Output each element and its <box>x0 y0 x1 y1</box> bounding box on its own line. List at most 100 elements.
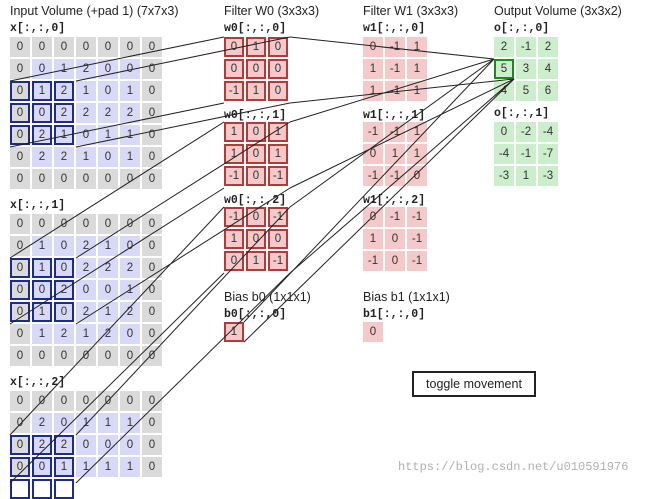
grid-cell: 0 <box>54 391 74 411</box>
grid-cell: -1 <box>363 166 383 186</box>
grid-cell: 2 <box>76 258 96 278</box>
grid-cell: 1 <box>407 144 427 164</box>
grid-cell: 0 <box>10 346 30 366</box>
b1-label: b1[:,:,0] <box>363 308 426 321</box>
toggle-movement-button[interactable]: toggle movement <box>412 371 536 397</box>
grid-cell: 1 <box>32 81 52 101</box>
grid-cell: -1 <box>385 166 405 186</box>
grid-cell: 0 <box>120 346 140 366</box>
grid-cell: 2 <box>76 236 96 256</box>
grid-cell: 0 <box>224 251 244 271</box>
grid-cell: 1 <box>76 457 96 477</box>
b1-cell: 0 <box>363 322 383 342</box>
grid-cell: 2 <box>538 37 558 57</box>
receptive-field-cell <box>32 81 52 101</box>
grid-cell: 0 <box>98 59 118 79</box>
grid-cell: 1 <box>76 324 96 344</box>
grid-cell: 0 <box>120 169 140 189</box>
receptive-field-cell <box>54 125 74 145</box>
grid-cell: -1 <box>385 207 405 227</box>
grid-cell: 0 <box>120 324 140 344</box>
grid-cell: 0 <box>142 103 162 123</box>
output-highlight <box>494 59 514 79</box>
grid-cell: 0 <box>407 166 427 186</box>
grid-cell: 0 <box>142 413 162 433</box>
receptive-field-cell <box>32 457 52 477</box>
grid-cell: -1 <box>268 166 288 186</box>
grid-cell: 1 <box>76 81 96 101</box>
grid-cell: 2 <box>120 103 140 123</box>
grid-cell: -1 <box>224 81 244 101</box>
watermark: https://blog.csdn.net/u010591976 <box>398 460 629 474</box>
grid-cell: 0 <box>246 229 266 249</box>
w1-slice-2-label: w1[:,:,2] <box>363 194 426 207</box>
grid-cell: 0 <box>224 37 244 57</box>
grid-cell: 0 <box>363 144 383 164</box>
grid-cell: -3 <box>538 166 558 186</box>
grid-cell: 1 <box>98 457 118 477</box>
grid-cell: 2 <box>98 258 118 278</box>
grid-cell: 0 <box>98 147 118 167</box>
grid-cell: 2 <box>32 413 52 433</box>
grid-cell: -1 <box>363 251 383 271</box>
output-slice-1-label: o[:,:,1] <box>494 107 550 120</box>
w1-slice-0-label: w1[:,:,0] <box>363 22 426 35</box>
grid-cell: 6 <box>538 81 558 101</box>
grid-cell: 5 <box>516 81 536 101</box>
grid-cell: 5 <box>494 59 514 79</box>
grid-cell: 0 <box>54 236 74 256</box>
receptive-field-cell <box>32 258 52 278</box>
b1-grid: 0 <box>363 322 383 342</box>
grid-cell: 0 <box>98 81 118 101</box>
input-slice-1-label: x[:,:,1] <box>10 199 66 212</box>
grid-cell: 1 <box>76 413 96 433</box>
grid-cell: 0 <box>98 391 118 411</box>
w0-slice-1-label: w0[:,:,1] <box>224 109 287 122</box>
output-slice-0-label: o[:,:,0] <box>494 22 550 35</box>
grid-cell: 2 <box>120 258 140 278</box>
receptive-field-cell <box>10 258 30 278</box>
grid-cell: 0 <box>10 59 30 79</box>
grid-cell: 2 <box>54 81 74 101</box>
grid-cell: 0 <box>120 59 140 79</box>
w0-slice-2-label: w0[:,:,2] <box>224 194 287 207</box>
grid-cell: 0 <box>32 391 52 411</box>
grid-cell: 1 <box>246 251 266 271</box>
grid-cell: 4 <box>538 59 558 79</box>
receptive-field-cell <box>54 302 74 322</box>
output-volume-title: Output Volume (3x3x2) <box>494 4 622 18</box>
bias-b1-title: Bias b1 (1x1x1) <box>363 290 450 304</box>
receptive-field-cell <box>10 280 30 300</box>
grid-cell: 0 <box>385 251 405 271</box>
grid-cell: 1 <box>98 302 118 322</box>
receptive-field-cell <box>54 479 74 499</box>
grid-cell: -1 <box>385 37 405 57</box>
grid-cell: 2 <box>98 324 118 344</box>
grid-cell: 1 <box>120 457 140 477</box>
grid-cell: 1 <box>407 37 427 57</box>
grid-cell: 0 <box>142 324 162 344</box>
grid-cell: 2 <box>120 302 140 322</box>
grid-cell: 1 <box>76 147 96 167</box>
grid-cell: 0 <box>120 236 140 256</box>
grid-cell: 0 <box>98 214 118 234</box>
grid-cell: 1 <box>516 166 536 186</box>
grid-cell: 0 <box>76 37 96 57</box>
grid-cell: 0 <box>142 214 162 234</box>
grid-cell: 0 <box>10 413 30 433</box>
bias-b0-title: Bias b0 (1x1x1) <box>224 290 311 304</box>
grid-cell: 2 <box>76 302 96 322</box>
grid-cell: 0 <box>98 346 118 366</box>
grid-cell: 0 <box>98 169 118 189</box>
grid-cell: 2 <box>54 147 74 167</box>
grid-cell: -1 <box>268 251 288 271</box>
receptive-field-cell <box>54 280 74 300</box>
grid-cell: 0 <box>142 280 162 300</box>
grid-cell: 1 <box>98 413 118 433</box>
grid-cell: 0 <box>32 346 52 366</box>
